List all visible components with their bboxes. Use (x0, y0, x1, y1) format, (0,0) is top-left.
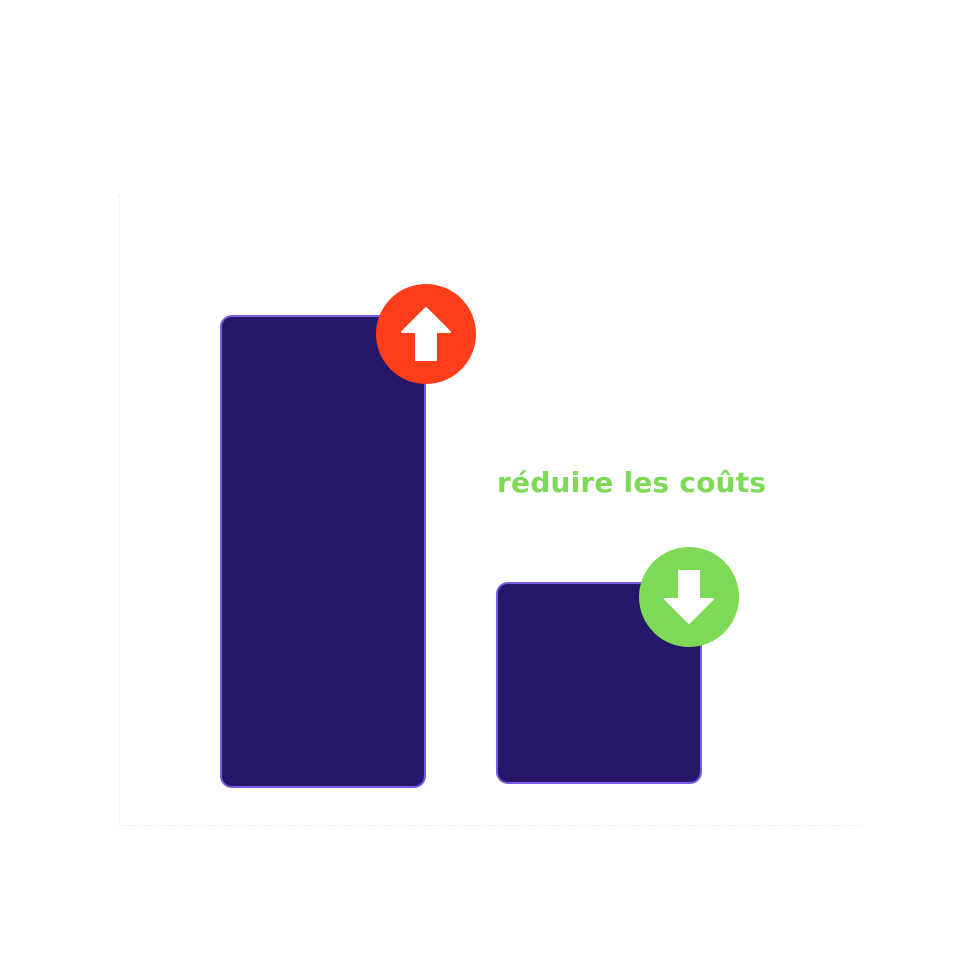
tall-bar (220, 315, 426, 788)
reduce-costs-label: réduire les coûts (497, 466, 767, 499)
arrow-down-icon (664, 570, 714, 624)
short-bar (496, 582, 702, 784)
up-badge (376, 284, 476, 384)
arrow-up-icon (401, 307, 451, 361)
diagram-frame (119, 195, 860, 826)
down-badge (639, 547, 739, 647)
